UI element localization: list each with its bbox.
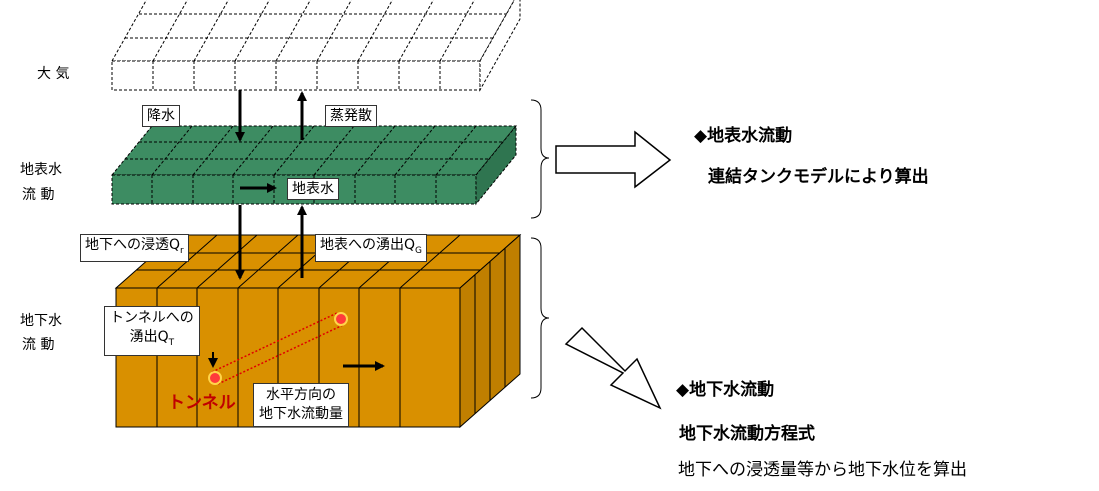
tunnel-inflow-box: トンネルへの 湧出QT	[104, 306, 200, 356]
surface-result-method: 連結タンクモデルにより算出	[708, 167, 929, 187]
infiltration-box: 地下への浸透Qr	[80, 234, 189, 262]
horizontal-flow-line1: 水平方向の	[266, 387, 336, 403]
precipitation-box: 降水	[142, 105, 180, 127]
discharge-box: 地表への湧出QG	[315, 234, 428, 262]
groundwater-result-method: 地下水流動方程式	[679, 424, 815, 444]
tunnel-inflow-line1: トンネルへの	[110, 310, 194, 326]
surface-water-layer	[110, 124, 518, 206]
surface-brace	[530, 99, 550, 219]
tunnel-inflow-line2: 湧出Q	[129, 329, 169, 345]
surface-water-box: 地表水	[287, 178, 339, 200]
groundwater-brace	[530, 237, 550, 399]
surface-result-arrow	[555, 130, 672, 189]
surface-water-label-line1: 地表水	[20, 162, 62, 178]
discharge-subscript: G	[415, 245, 423, 256]
groundwater-label-line1: 地下水	[20, 313, 62, 329]
braces	[530, 99, 550, 399]
discharge-text: 地表への湧出Q	[320, 237, 416, 253]
groundwater-label-line2: 流 動	[22, 337, 55, 353]
groundwater-result-arrow	[564, 326, 662, 410]
infiltration-subscript: r	[180, 245, 184, 256]
surface-result-title: ◆地表水流動	[694, 126, 793, 146]
tunnel-graphic	[208, 312, 348, 385]
surface-water-label-line2: 流 動	[22, 187, 55, 203]
groundwater-result-note: 地下への浸透量等から地下水位を算出	[678, 460, 967, 480]
infiltration-text: 地下への浸透Q	[85, 237, 181, 253]
horizontal-flow-box: 水平方向の 地下水流動量	[253, 383, 349, 427]
tunnel-label: トンネル	[168, 393, 236, 413]
atmosphere-layer	[111, 0, 521, 92]
tunnel-inflow-line2-wrap: 湧出QT	[110, 328, 194, 353]
evapotranspiration-box: 蒸発散	[325, 105, 377, 127]
groundwater-result-title: ◆地下水流動	[676, 380, 775, 400]
tunnel-inflow-subscript: T	[168, 337, 175, 348]
horizontal-flow-line2: 地下水流動量	[259, 406, 343, 422]
atmosphere-label: 大 気	[37, 66, 70, 82]
flow-arrows	[208, 90, 385, 371]
